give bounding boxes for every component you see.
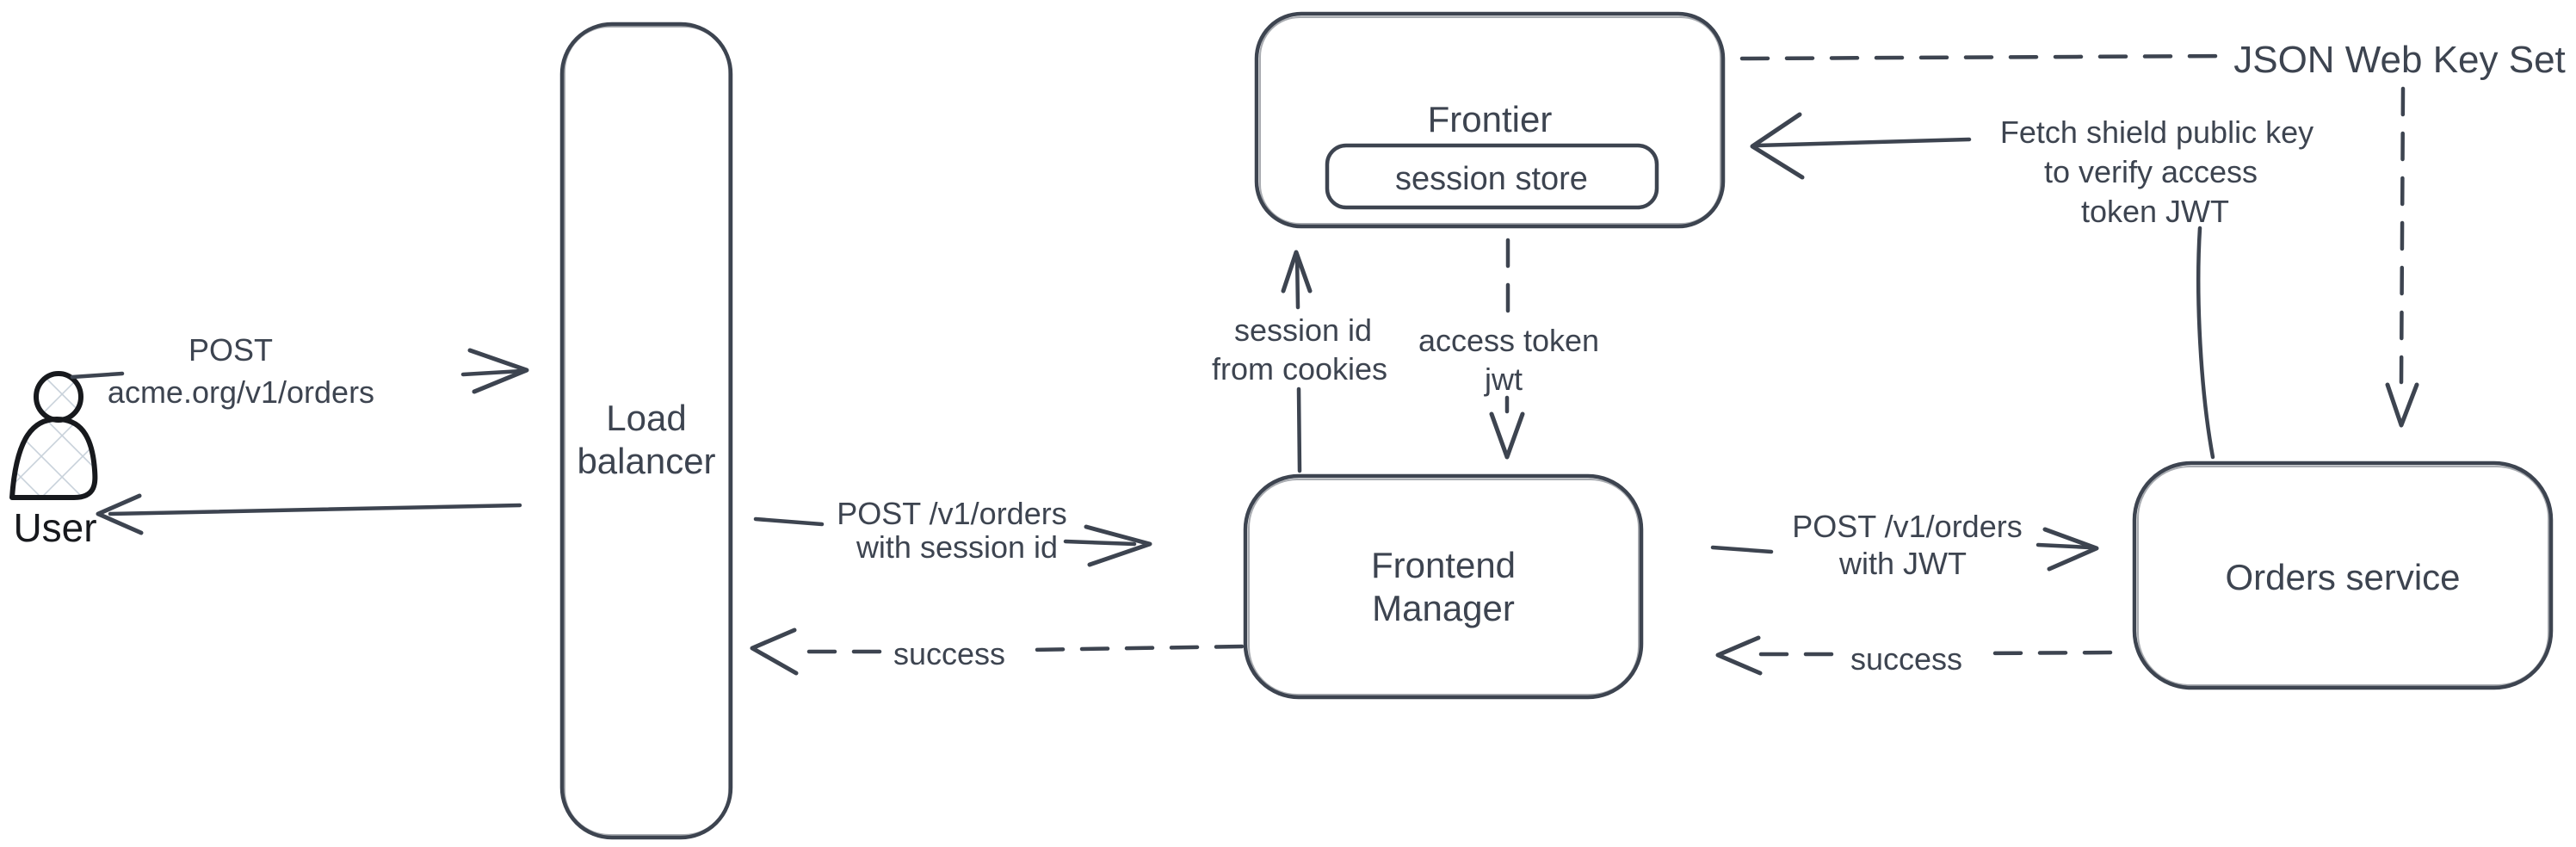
arrow-label: jwt: [1484, 362, 1523, 397]
arrow-label: POST /v1/orders: [837, 496, 1066, 531]
frontend-manager-label-line2: Manager: [1372, 588, 1515, 628]
jwks-label: JSON Web Key Set: [2233, 39, 2566, 81]
user-actor: User: [9, 371, 98, 550]
arrow-label: Fetch shield public key: [2000, 114, 2313, 150]
arrow-label: token JWT: [2081, 194, 2229, 229]
frontend-manager-label-line1: Frontend: [1371, 545, 1516, 585]
arrow-label: from cookies: [1212, 351, 1387, 386]
user-head-icon: [34, 371, 83, 423]
user-icon: [9, 417, 98, 500]
arrow-label: with session id: [856, 529, 1058, 565]
orders-service-label: Orders service: [2225, 557, 2460, 597]
arrow-frontend-manager-to-orders-service: POST /v1/orders with JWT: [1710, 509, 2099, 581]
arrow-label: POST /v1/orders: [1792, 509, 2022, 544]
frontier-label: Frontier: [1428, 99, 1553, 139]
arrow-label: acme.org/v1/orders: [108, 374, 374, 410]
arrow-label: success: [1850, 641, 1962, 677]
frontier-node: Frontier session store: [1254, 11, 1726, 229]
arrow-load-balancer-to-frontend-manager: POST /v1/orders with session id: [753, 496, 1152, 567]
arrow-label: with JWT: [1838, 546, 1967, 581]
arrow-label: POST: [188, 332, 273, 368]
arrow-label: success: [893, 636, 1005, 671]
line-frontier-to-jwks: JSON Web Key Set: [1739, 39, 2566, 81]
arrow-label: to verify access: [2044, 154, 2258, 189]
load-balancer-label-line1: Load: [606, 398, 686, 438]
arrow-load-balancer-to-user: [96, 493, 522, 535]
user-label: User: [13, 505, 96, 550]
load-balancer-node: Load balancer: [559, 22, 733, 840]
orders-service-node: Orders service: [2132, 461, 2554, 690]
arrow-frontend-manager-to-frontier: session id from cookies: [1212, 250, 1387, 473]
arrow-frontend-manager-to-load-balancer-success: success: [750, 628, 1245, 676]
load-balancer-label-line2: balancer: [577, 441, 715, 481]
session-store-label: session store: [1395, 161, 1588, 197]
session-store-node: session store: [1325, 143, 1659, 210]
arrow-frontier-to-frontend-manager: access token jwt: [1418, 238, 1599, 460]
arrow-user-to-load-balancer: POST acme.org/v1/orders: [70, 332, 529, 410]
frontend-manager-node: Frontend Manager: [1243, 473, 1644, 700]
arrow-label: session id: [1234, 312, 1372, 348]
arrow-label: access token: [1418, 323, 1599, 358]
arrow-orders-service-to-frontier-fetch-key: Fetch shield public key to verify access…: [1750, 112, 2313, 460]
arrow-jwks-to-orders-service: [2385, 86, 2419, 428]
arrow-orders-service-to-frontend-manager-success: success: [1715, 635, 2113, 677]
